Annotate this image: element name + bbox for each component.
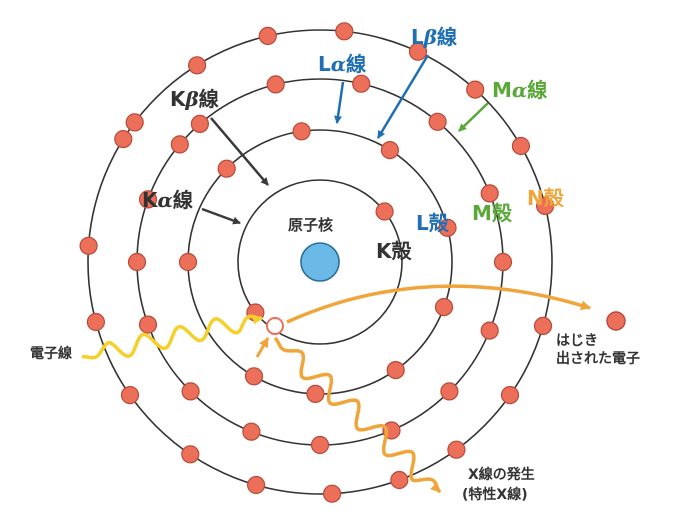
m-shell-electron <box>480 321 499 340</box>
n-shell-electron <box>466 80 485 99</box>
electron-beam-label: 電子線 <box>30 346 72 362</box>
n-shell-electron <box>500 386 520 405</box>
n-shell-electron <box>408 42 428 61</box>
n-shell-electron <box>511 136 531 156</box>
m-shell-electron <box>428 112 447 131</box>
m-shell-electron <box>190 114 209 134</box>
xray-wave <box>273 336 442 494</box>
l-beta-greek: β <box>423 25 438 49</box>
k-shell-electron <box>375 202 394 221</box>
nucleus <box>300 242 340 282</box>
m-shell-label: M殻 <box>472 201 512 225</box>
n-shell-electron <box>86 312 106 332</box>
l-beta-label: Lβ線 <box>411 27 457 47</box>
n-shell-electron <box>188 56 207 75</box>
m-alpha-greek: α <box>511 78 528 102</box>
k-alpha-arrow <box>201 207 241 225</box>
electron-beam-wave <box>81 314 263 360</box>
l-beta-arrow <box>376 54 430 139</box>
n-shell-electron <box>390 470 409 490</box>
k-shell-label: K殻 <box>376 239 412 263</box>
l-shell-electron <box>217 159 236 178</box>
n-shell-electron <box>247 475 266 495</box>
ejected-electron-path <box>286 284 591 324</box>
l-shell-electron <box>438 218 457 237</box>
ejected-electron <box>606 311 626 331</box>
n-shell-electron <box>120 386 140 405</box>
l-shell-electron <box>244 367 264 386</box>
m-shell-electron <box>493 252 513 272</box>
l-shell-electron <box>292 122 311 141</box>
k-alpha-suffix: 線 <box>172 188 193 212</box>
l-shell-electron <box>306 384 325 403</box>
m-shell-electron <box>480 184 499 203</box>
n-shell-electron <box>114 130 133 149</box>
l-alpha-suffix: 線 <box>346 52 367 76</box>
m-shell-electron <box>310 435 330 455</box>
nucleus-label: 原子核 <box>288 216 334 234</box>
n-shell-electron <box>258 26 277 46</box>
m-shell-electron <box>352 74 371 93</box>
m-shell-electron <box>138 190 158 209</box>
m-shell-electron <box>440 382 459 401</box>
m-alpha-suffix: 線 <box>527 78 548 102</box>
k-alpha-label: Kα線 <box>142 190 193 210</box>
n-shell-electron <box>447 440 466 459</box>
n-shell <box>87 29 553 495</box>
n-shell-electron <box>181 445 200 464</box>
m-alpha-arrow <box>458 102 489 132</box>
l-beta-suffix: 線 <box>437 25 458 49</box>
l-shell-electron <box>380 141 399 160</box>
n-shell-electron <box>533 316 553 335</box>
electron-vacancy <box>266 317 284 335</box>
l-alpha-arrow <box>334 81 345 124</box>
k-alpha-greek: α <box>157 188 173 212</box>
k-beta-label: Kβ線 <box>170 89 219 109</box>
n-shell-label: N殻 <box>527 186 564 210</box>
l-shell-electron <box>434 298 454 317</box>
l-alpha-prefix: L <box>318 52 331 76</box>
vacancy-fill-arrow <box>255 337 270 358</box>
k-beta-suffix: 線 <box>198 87 219 111</box>
l-beta-prefix: L <box>411 25 424 49</box>
n-shell-electron <box>125 113 144 132</box>
k-shell <box>237 179 403 345</box>
n-shell-electron <box>335 22 354 41</box>
xray-generation-label-2: (特性X線) <box>462 487 528 503</box>
l-alpha-label: Lα線 <box>318 54 366 74</box>
m-alpha-label: Mα線 <box>492 80 547 100</box>
k-alpha-prefix: K <box>142 188 158 212</box>
m-alpha-prefix: M <box>492 78 512 102</box>
k-beta-greek: β <box>185 87 199 111</box>
k-beta-arrow <box>210 117 269 186</box>
m-shell-electron <box>242 422 261 441</box>
electrons <box>79 22 555 503</box>
k-beta-prefix: K <box>170 87 186 111</box>
m-shell-electron <box>181 382 200 401</box>
l-shell-label: L殻 <box>416 211 449 235</box>
l-shell-electron <box>178 252 198 272</box>
xray-generation-label-1: X線の発生 <box>468 467 535 483</box>
l-shell-electron <box>386 361 405 380</box>
n-shell-electron <box>535 196 555 215</box>
n-shell-electron <box>79 236 98 255</box>
m-shell-electron <box>170 135 189 154</box>
m-shell-electron <box>138 315 158 334</box>
n-shell-electron <box>323 484 342 503</box>
m-shell-electron <box>266 75 285 94</box>
m-shell-electron <box>127 252 147 272</box>
ejected-electron-label-2: 出された電子 <box>556 351 640 367</box>
l-alpha-greek: α <box>330 52 347 76</box>
ejected-electron-label-1: はじき <box>556 333 598 349</box>
